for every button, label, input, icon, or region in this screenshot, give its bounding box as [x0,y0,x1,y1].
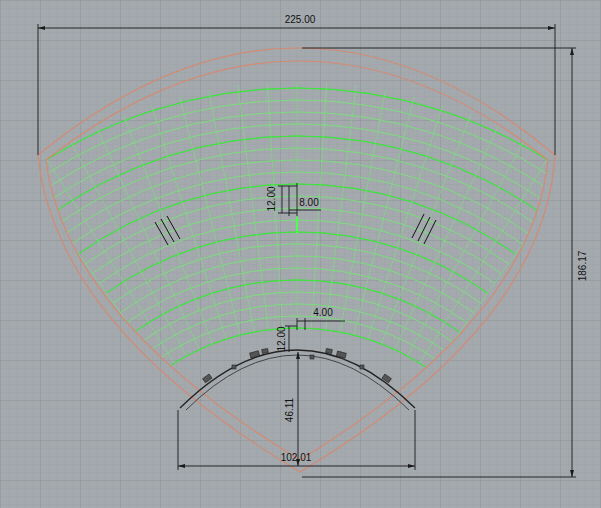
dimension-text: 4.00 [313,308,332,318]
dimension-text: 8.00 [299,198,318,208]
grid-radial [180,97,240,335]
grid-radial [44,155,174,364]
grid-radial [151,105,226,339]
dimension-lines [38,24,576,477]
dimension-text: 102.01 [281,453,312,463]
grid-radial [123,115,212,344]
inner-outline [46,61,548,460]
dimension-text: 225.00 [285,15,316,25]
hatch-marks [155,214,436,245]
grid-radial [209,90,254,332]
grid-radial [395,126,498,349]
stage-arc [180,349,415,410]
dimension-text: 12.00 [267,186,277,211]
grid-radial [368,105,443,339]
grid-radial [238,86,268,330]
outer-outline [38,48,555,472]
grid-radial [326,86,356,330]
seating-grid [19,82,574,371]
grid-radial [381,115,470,344]
dimension-text: 186.17 [578,251,588,282]
grid-radial [340,90,385,332]
grid-radial [267,83,282,329]
dimension-text: 46.11 [285,398,295,422]
grid-radial [420,155,550,364]
grid-radial [96,126,199,349]
dimension-text: 12.00 [277,326,287,351]
grid-radial [354,97,414,335]
grid-radial [297,82,298,328]
center-marker [296,217,298,233]
dimension-arrows [38,26,574,477]
